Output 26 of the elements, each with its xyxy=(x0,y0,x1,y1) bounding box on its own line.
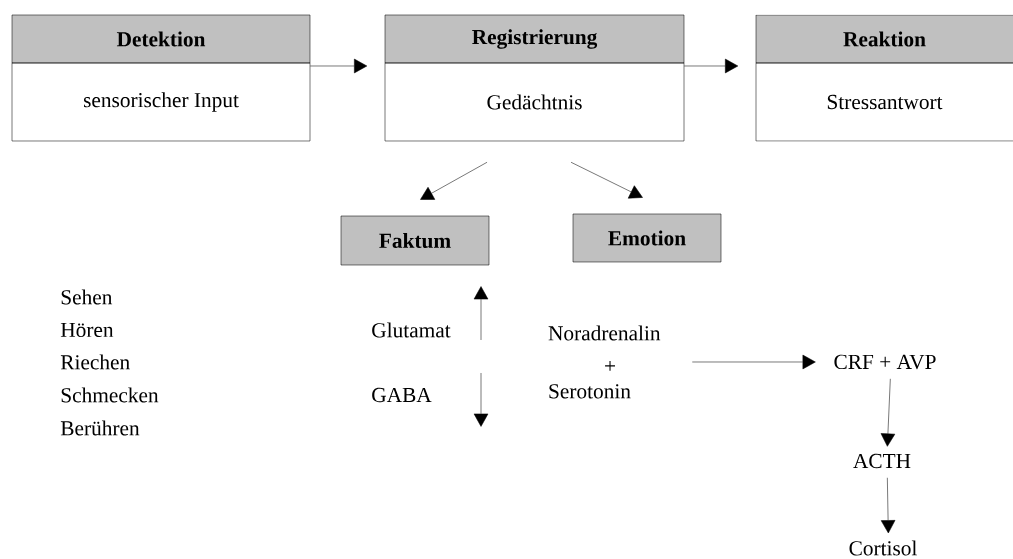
node-label: Registrierung xyxy=(472,29,598,49)
arrow xyxy=(880,477,896,534)
node-label: Reaktion xyxy=(843,31,926,47)
arrow xyxy=(420,162,488,200)
label-text: Riechen xyxy=(60,354,130,370)
arrow xyxy=(880,378,896,447)
label-text: CRF + AVP xyxy=(834,354,936,370)
arrow xyxy=(684,58,739,74)
label-text: GABA xyxy=(372,387,432,403)
arrow xyxy=(310,58,368,74)
process-box: Registrierung Gedächtnis xyxy=(384,14,685,142)
category-box: Faktum xyxy=(340,215,490,266)
category-box: Emotion xyxy=(572,213,722,263)
label-text: Sehen xyxy=(61,289,113,305)
label-text: Noradrenalin + Serotonin xyxy=(548,325,661,399)
label-text: ACTH xyxy=(853,453,911,469)
arrow xyxy=(692,354,816,370)
label-text: Hören xyxy=(60,322,114,338)
label-text: Cortisol xyxy=(849,540,917,556)
label-text: Berühren xyxy=(60,420,140,436)
process-box: Reaktion Stressantwort xyxy=(755,14,1013,142)
node-label: Detektion xyxy=(116,31,206,47)
label-text: Schmecken xyxy=(61,387,159,403)
arrow xyxy=(570,162,643,199)
process-box: Detektion sensorischer Input xyxy=(11,14,311,142)
label-text: Glutamat xyxy=(372,322,451,338)
